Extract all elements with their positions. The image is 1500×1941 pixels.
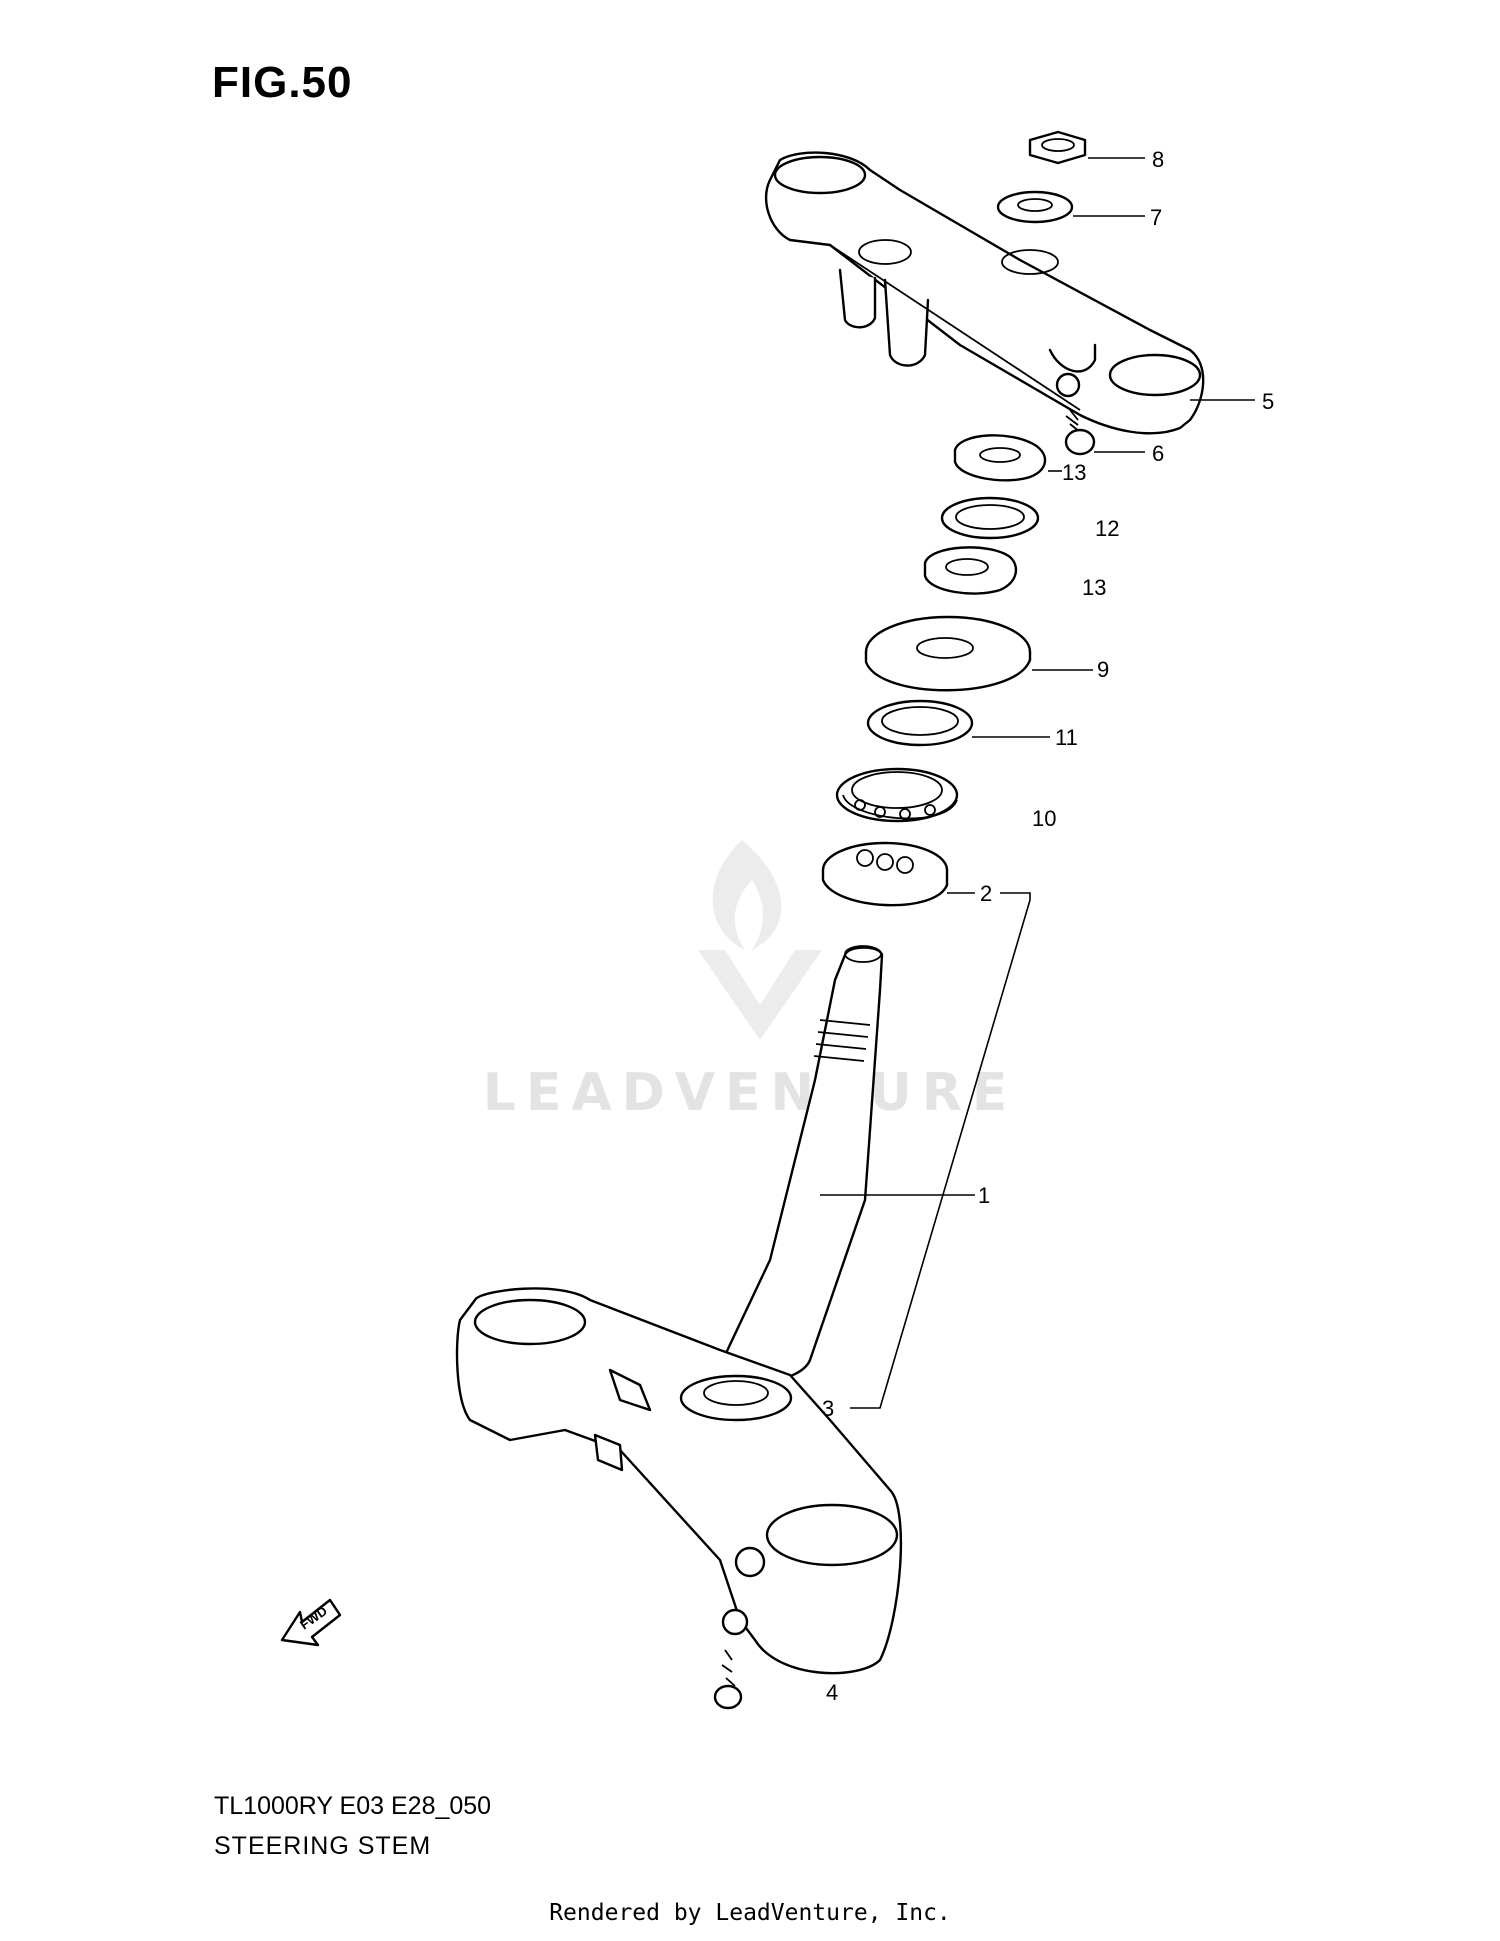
callout-7: 7 — [1150, 205, 1162, 230]
nut-part-8 — [1028, 130, 1145, 165]
lower-race-part-2 — [821, 841, 1031, 1409]
callout-labels: 8 7 5 6 13 12 13 9 11 10 2 1 3 4 — [822, 147, 1274, 1705]
dust-seal-part-9 — [864, 615, 1093, 692]
assembly-name: STEERING STEM — [214, 1832, 432, 1860]
model-code: TL1000RY E03 E28_050 — [214, 1792, 492, 1820]
callout-12: 12 — [1095, 516, 1119, 541]
callout-13-upper: 13 — [1062, 460, 1086, 485]
leadventure-watermark: LEADVENTURE — [483, 840, 1018, 1123]
callout-2: 2 — [980, 881, 992, 906]
lock-nut-part-13-upper — [953, 434, 1062, 482]
callout-4: 4 — [826, 1680, 838, 1705]
figure-title: FIG.50 — [212, 58, 353, 107]
callout-11: 11 — [1055, 725, 1078, 750]
lower-bracket-part-4 — [455, 1287, 903, 1710]
callout-9: 9 — [1097, 657, 1109, 682]
callout-8: 8 — [1152, 147, 1164, 172]
bearing-race-part-11 — [866, 699, 1050, 747]
upper-bracket-part-5 — [764, 151, 1205, 435]
callout-10: 10 — [1032, 806, 1056, 831]
callout-1: 1 — [978, 1183, 990, 1208]
bearing-part-10 — [835, 767, 959, 823]
watermark-text: LEADVENTURE — [483, 1063, 1018, 1123]
callout-5: 5 — [1262, 389, 1274, 414]
bolt-part-6 — [1064, 409, 1145, 456]
callout-13-lower: 13 — [1082, 575, 1106, 600]
forward-direction-arrow: FWD — [280, 1598, 342, 1647]
lock-nut-part-13-lower — [923, 546, 1018, 595]
render-credit: Rendered by LeadVenture, Inc. — [549, 1900, 951, 1926]
washer-part-12 — [940, 496, 1040, 540]
callout-6: 6 — [1152, 441, 1164, 466]
washer-part-7 — [996, 190, 1145, 224]
callout-3: 3 — [822, 1396, 834, 1421]
